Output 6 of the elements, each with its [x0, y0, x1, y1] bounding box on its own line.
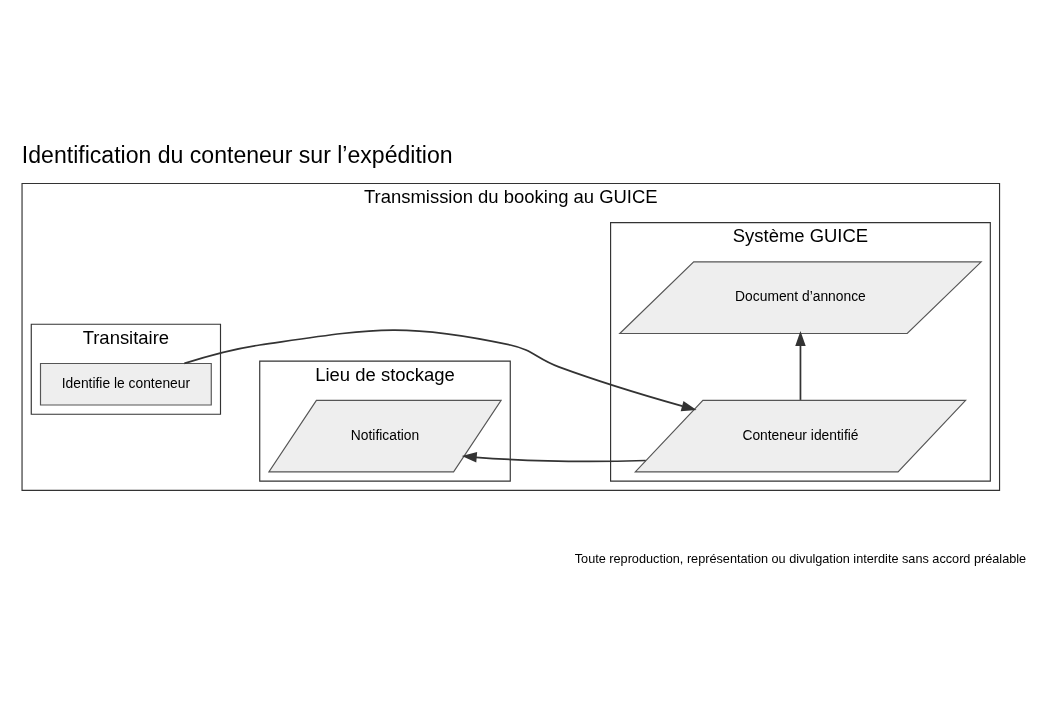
arrow	[795, 331, 806, 401]
arrow	[183, 329, 697, 412]
diagram-title: Identification du conteneur sur l’expédition	[21, 141, 453, 168]
label: Toute reproduction, représentation ou divulgation interdite sans accord préalable	[574, 551, 1027, 566]
arrow	[461, 452, 647, 463]
node-box: Identifie le conteneur	[39, 362, 212, 406]
